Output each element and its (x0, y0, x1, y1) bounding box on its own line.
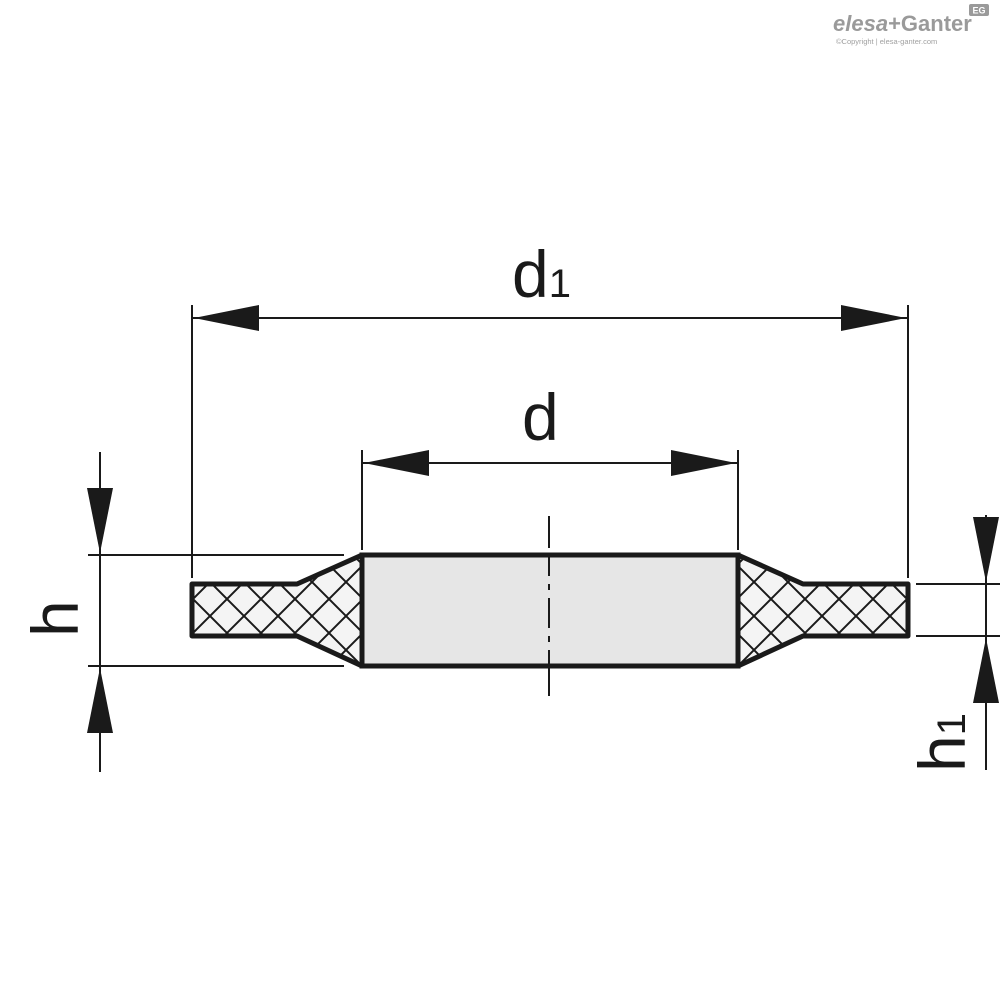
brand-name: elesa+Ganter (833, 11, 972, 36)
label-h: h (18, 600, 92, 637)
arrow-up-icon (973, 638, 999, 703)
dimension-d1: d1 (191, 237, 909, 578)
brand-badge (969, 4, 989, 16)
label-d1: d1 (512, 237, 571, 311)
dimension-h1: h1 (905, 515, 1000, 772)
label-h1: h1 (905, 713, 979, 772)
arrow-up-icon (87, 668, 113, 733)
arrow-left-icon (194, 305, 259, 331)
dimension-d: d (361, 380, 739, 550)
dimension-h: h (18, 452, 344, 772)
arrow-down-icon (973, 517, 999, 582)
brand-copyright: ©Copyright | elesa-ganter.com (836, 37, 937, 46)
arrow-down-icon (87, 488, 113, 553)
arrow-right-icon (841, 305, 906, 331)
label-d: d (522, 380, 559, 454)
arrow-left-icon (364, 450, 429, 476)
arrow-right-icon (671, 450, 736, 476)
washer-section (189, 516, 911, 696)
brand-badge-text: EG (972, 6, 985, 16)
brand-logo: elesa+Ganter ©Copyright | elesa-ganter.c… (833, 4, 989, 46)
